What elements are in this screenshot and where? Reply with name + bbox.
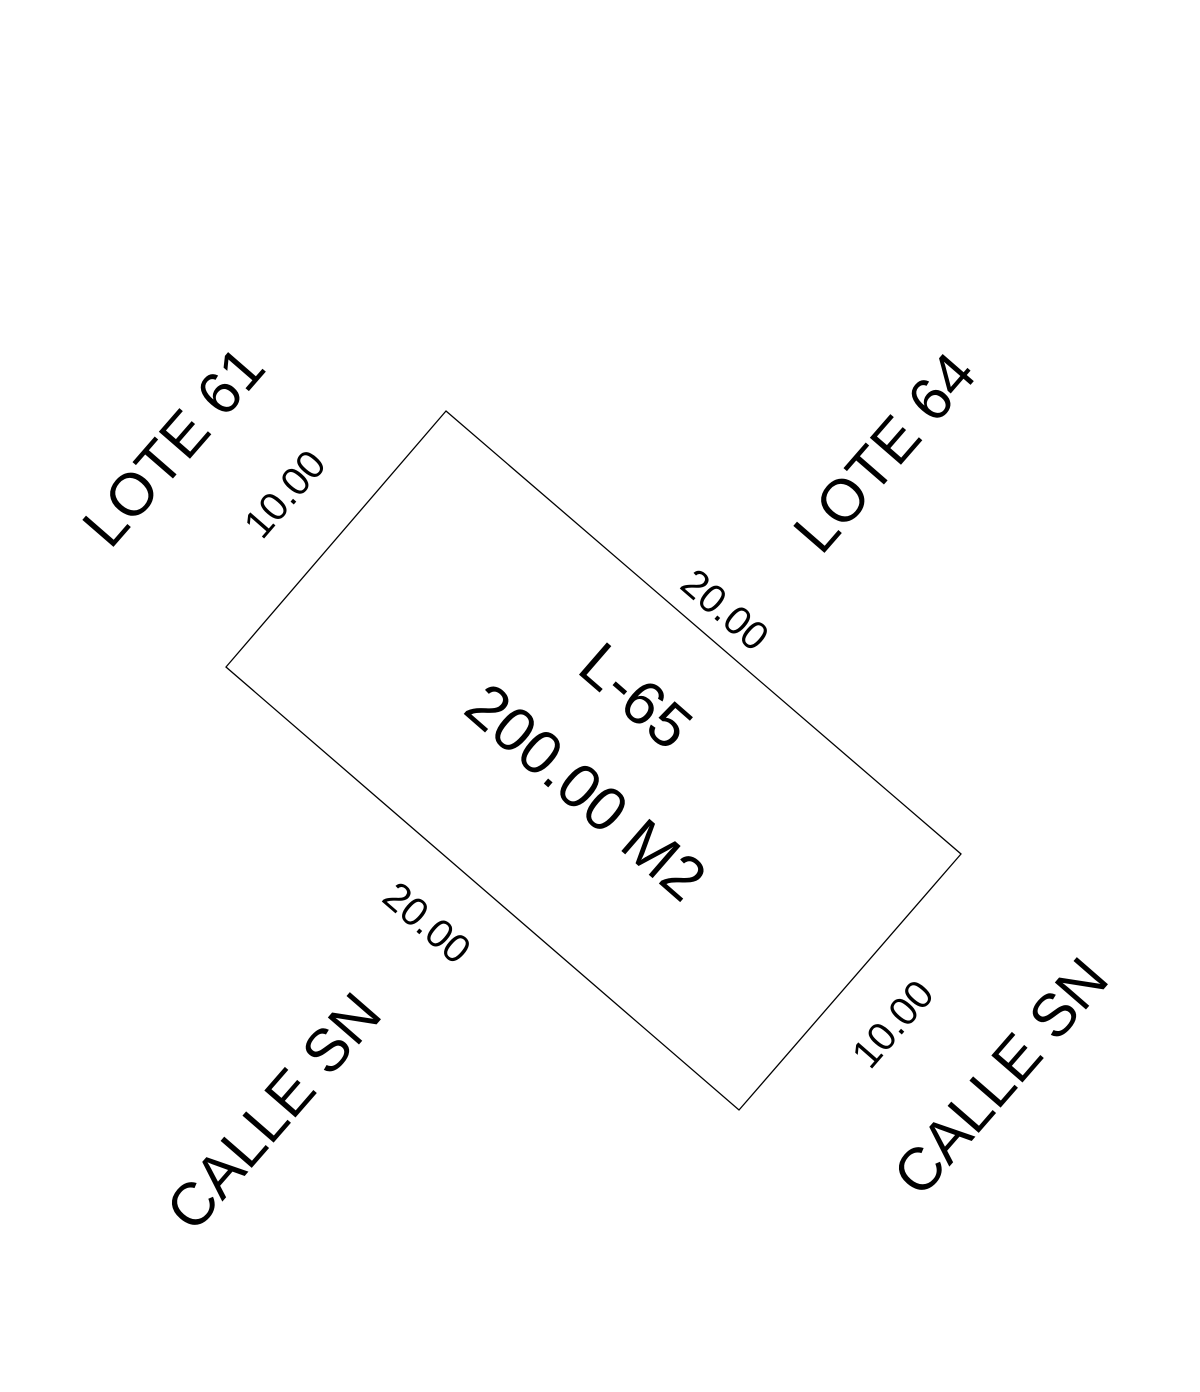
lot-id-label: L-65 xyxy=(566,630,705,763)
dimension-upper-right: 20.00 xyxy=(672,561,776,660)
dimension-lower-left: 20.00 xyxy=(374,874,478,973)
neighbor-lower-left: CALLE SN xyxy=(153,980,394,1243)
dimension-lower-right: 10.00 xyxy=(844,972,943,1076)
neighbor-upper-right: LOTE 64 xyxy=(780,340,988,565)
dimension-upper-left: 10.00 xyxy=(236,442,335,546)
lot-boundary xyxy=(225,410,962,1111)
